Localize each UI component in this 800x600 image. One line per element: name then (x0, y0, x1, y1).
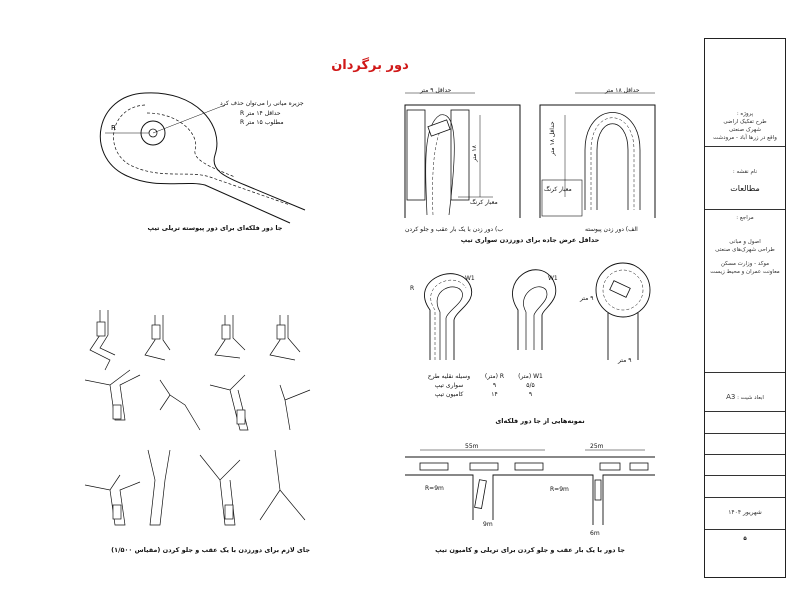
tb-divider (705, 209, 785, 210)
fig5-r-left: R=9m (425, 485, 444, 492)
fig5-caption: جا دور با یک بار عقب و جلو کردن برای تری… (435, 546, 625, 554)
tb-refs-label: مراجع : (736, 215, 754, 221)
tb-divider (705, 411, 785, 412)
fig3-vehicle-table: W1 (متر) R (متر) وسیله نقلیه طرح ۵/۵ ۹ س… (420, 372, 550, 399)
tb-ref-1: اصول و مبانی (729, 239, 761, 245)
fig2-curb-left: معبار کرنگ (470, 199, 498, 206)
fig3-diagram (424, 262, 651, 360)
fig1-diagram: R (99, 92, 306, 224)
fig5-dim-right-bottom: 6m (590, 530, 600, 537)
tb-divider (705, 433, 785, 434)
tb-sheet-size: ابعاد شیت : A3 (726, 393, 764, 401)
fig5-dim-left-top: 55m (465, 443, 479, 450)
table-header-r: R (متر) (484, 373, 504, 380)
fig2-diagram (404, 92, 656, 218)
fig1-r-label: R (111, 124, 116, 132)
tb-sheet-name-label: نام نقشه : (732, 169, 758, 175)
fig1-caption: جا دور فلکه‌ای برای دور پیوسته تریلی تیپ (147, 224, 283, 232)
tb-project-sub: شهرک صنعتی (728, 127, 762, 133)
fig3-dim-bottom: ۹ متر (618, 357, 632, 364)
tb-ref-2: طراحی شهرک‌های صنعتی (715, 247, 775, 253)
table-header-vehicle: وسیله نقلیه طرح (427, 373, 471, 380)
tb-divider (705, 372, 785, 373)
tb-divider (705, 475, 785, 476)
tb-project-label: پروژه : (736, 111, 754, 117)
tb-ref-3: موکد - وزارت مسکن (720, 261, 770, 267)
tb-divider (705, 529, 785, 530)
page-title: دور برگردان (331, 58, 409, 73)
fig2-sub-b: ب) دور زدن با یک بار عقب و جلو کردن (405, 226, 503, 233)
tb-divider (705, 497, 785, 498)
fig3-w1-left: W1 (465, 275, 475, 282)
fig3-r-label: R (410, 285, 415, 292)
fig4-caption: جای لازم برای دورزدن با یک عقب و جلو کرد… (111, 546, 310, 554)
tb-sheet-name: مطالعات (730, 184, 760, 193)
fig5-diagram (405, 449, 655, 525)
fig2-dim-side-right: حداقل ۱۸ متر (548, 121, 556, 156)
tb-divider (705, 454, 785, 455)
fig3-w1-mid: W1 (548, 275, 558, 282)
tb-divider (705, 146, 785, 147)
fig2-dim-side-left: ۱۸ متر (470, 145, 478, 162)
fig1-note-2: حداقل ۱۴ متر R (240, 110, 281, 117)
fig5-dim-left-bottom: 9m (483, 521, 493, 528)
fig2-caption: حداقل عرض جاده برای دورزدن سواری تیپ (460, 236, 600, 244)
fig3-dim-right: ۹ متر (580, 295, 594, 302)
tb-ref-4: معاونت عمران و محیط زیست (710, 269, 780, 275)
table-header-w1: W1 (متر) (518, 373, 543, 380)
fig2-dim-top-right: حداقل ۱۸ متر (605, 87, 640, 94)
title-block: پروژه : طرح تفکیک اراضی شهرک صنعتی واقع … (704, 38, 786, 578)
tb-page-number: ۵ (743, 536, 747, 542)
fig2-dim-top-left: حداقل ۹ متر (420, 87, 452, 94)
fig1-note-1: جزیره میانی را می‌توان حذف کرد (220, 100, 304, 107)
fig2-sub-a: الف) دور زدن پیوسته (585, 226, 638, 233)
fig5-r-right: R=9m (550, 486, 569, 493)
fig2-curb-right: معبار کرنگ (544, 186, 572, 193)
tb-date: شهریور ۱۴۰۴ (728, 509, 762, 516)
tb-project-loc: واقع در زرها آباد - مرودشت (713, 135, 777, 141)
fig1-note-3: مطلوب ۱۵ متر R (240, 119, 284, 126)
table-row: ۵/۵ ۹ سواری تیپ (434, 382, 535, 389)
fig5-dim-right-top: 25m (590, 443, 604, 450)
fig4-diagram (84, 310, 311, 526)
table-row: ۹ ۱۴ کامیون تیپ (434, 391, 533, 398)
fig3-caption: نمونه‌هایی از جا دور فلکه‌ای (495, 417, 585, 425)
tb-project-name: طرح تفکیک اراضی (723, 119, 767, 125)
